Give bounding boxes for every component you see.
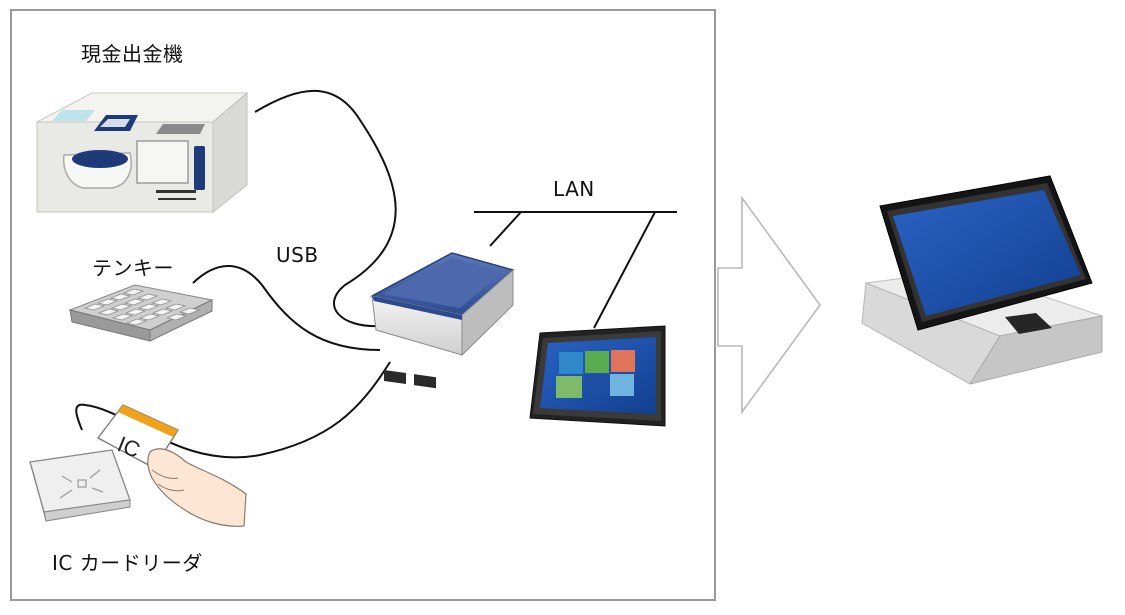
- right-arrow-icon: [717, 195, 821, 415]
- system-diagram-frame: [10, 9, 716, 601]
- hand-with-card-icon: IC: [97, 404, 247, 527]
- tenkey-label: テンキー: [92, 256, 174, 280]
- cash-dispenser-icon: [36, 91, 249, 214]
- lan-drop-tablet: [593, 211, 656, 329]
- lan-label: LAN: [553, 177, 595, 201]
- tenkey-keypad-icon: [68, 284, 214, 342]
- usb-cable-ic-reader: [75, 361, 391, 459]
- ic-card-reader-icon: [29, 449, 131, 522]
- kiosk-terminal-icon: [861, 175, 1104, 385]
- usb-hub-box-icon: [369, 252, 515, 389]
- cash-machine-label: 現金出金機: [81, 42, 184, 66]
- ic-card-reader-label: IC カードリーダ: [52, 551, 203, 575]
- tablet-screen-icon: [529, 325, 666, 427]
- usb-cable-cash-machine: [254, 89, 397, 328]
- usb-label: USB: [276, 243, 319, 267]
- cables: [75, 89, 677, 459]
- usb-cable-tenkey: [192, 265, 381, 351]
- lan-drop-hub: [489, 211, 522, 247]
